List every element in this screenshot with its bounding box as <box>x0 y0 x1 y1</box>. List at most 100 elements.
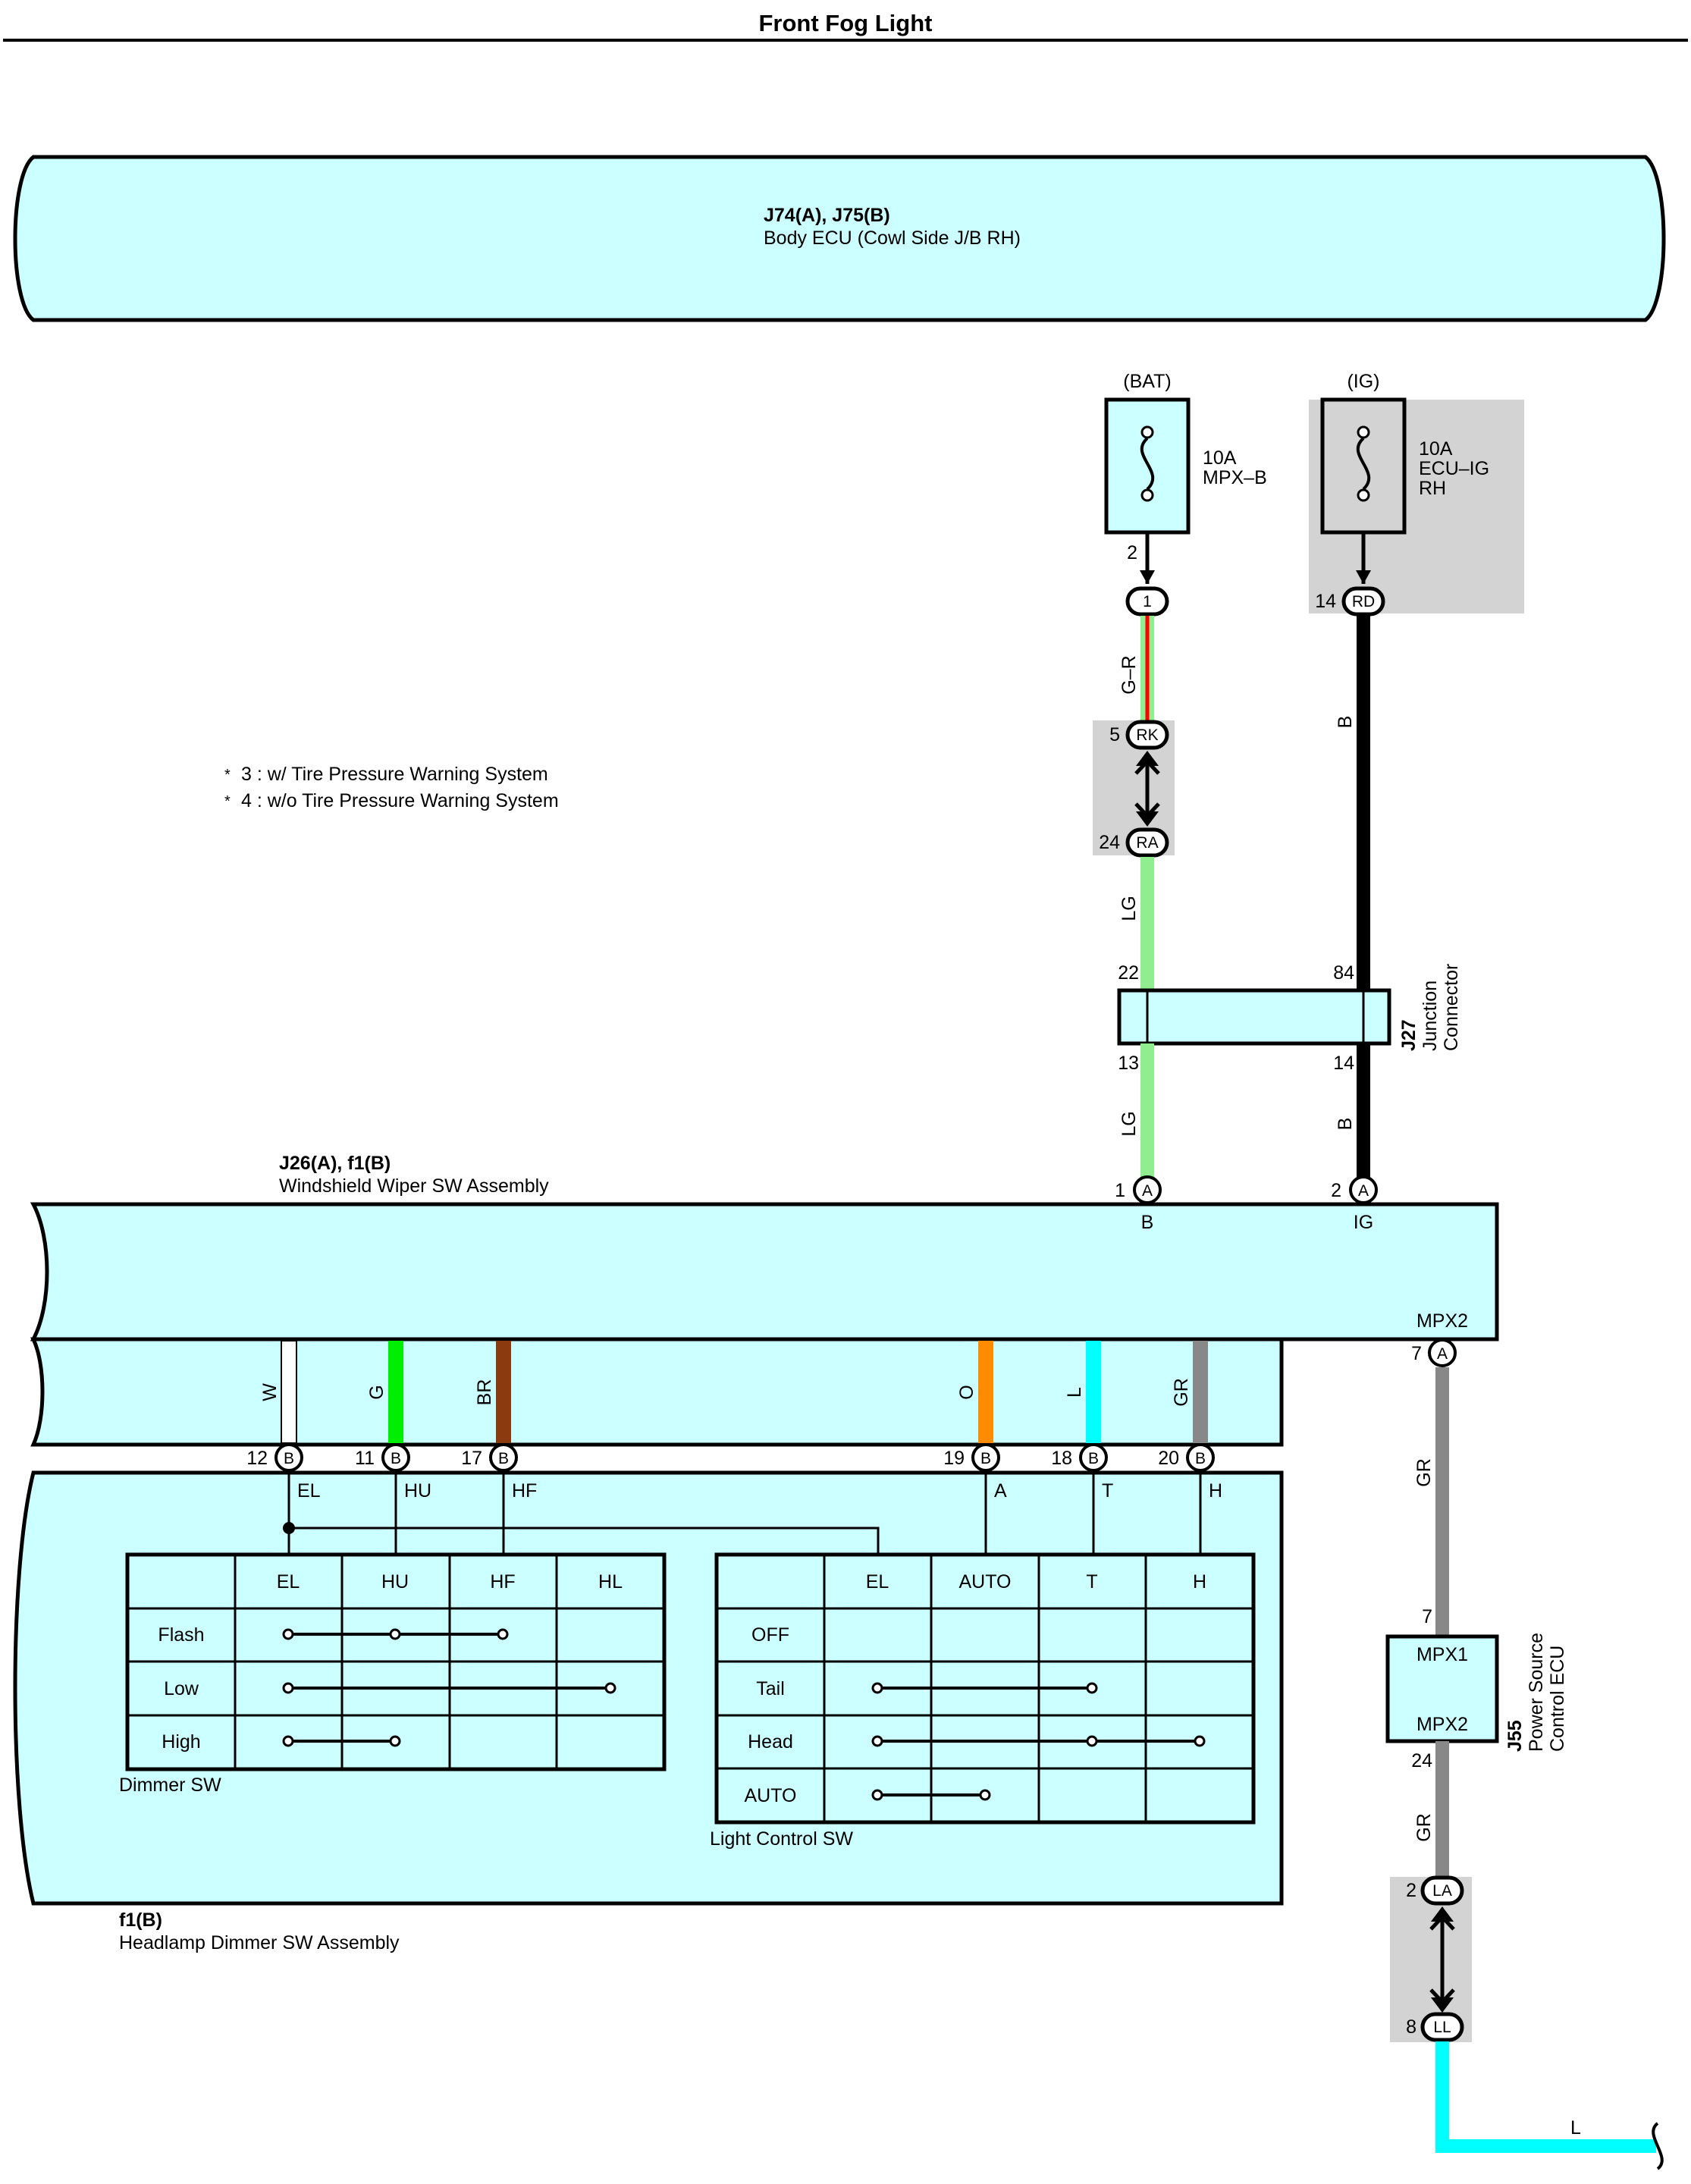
svg-text:B: B <box>391 1450 401 1467</box>
light-control-sw-table: EL AUTO T H OFF Tail Head AUTO <box>714 1552 1256 1825</box>
wire-gr-upper <box>1435 1367 1449 1636</box>
svg-text:MPX1: MPX1 <box>1416 1644 1468 1665</box>
svg-text:14: 14 <box>1333 1053 1354 1074</box>
bat-fuse-name: MPX–B <box>1203 467 1267 488</box>
note-3-marker: * <box>224 767 231 783</box>
svg-text:B: B <box>980 1450 991 1467</box>
wire-label-g-r: G–R <box>1118 655 1140 694</box>
svg-text:12: 12 <box>246 1448 268 1469</box>
svg-text:84: 84 <box>1333 962 1354 984</box>
svg-text:1: 1 <box>1143 593 1152 610</box>
wire-label-lg-upper: LG <box>1118 896 1140 921</box>
svg-text:EL: EL <box>297 1480 321 1502</box>
svg-text:HF: HF <box>490 1571 515 1592</box>
svg-text:17: 17 <box>461 1448 482 1469</box>
svg-text:2: 2 <box>1331 1180 1341 1201</box>
wiper-assembly-block <box>30 1202 1499 1341</box>
svg-text:1: 1 <box>1115 1180 1125 1201</box>
wire-b-lower <box>1357 1043 1370 1178</box>
dimmer-sw-label: Dimmer SW <box>119 1774 221 1796</box>
bat-fuse-icon <box>1140 437 1155 491</box>
svg-text:5: 5 <box>1109 724 1120 745</box>
svg-text:Low: Low <box>164 1678 199 1699</box>
svg-text:G: G <box>366 1385 387 1399</box>
svg-text:7: 7 <box>1422 1606 1432 1627</box>
svg-text:GR: GR <box>1413 1813 1435 1842</box>
svg-text:GR: GR <box>1171 1378 1192 1407</box>
svg-text:2: 2 <box>1406 1880 1416 1901</box>
connector-la <box>1420 1875 1464 1906</box>
ig-fuse-pin: 14 <box>1315 591 1336 612</box>
svg-text:B: B <box>1195 1450 1206 1467</box>
svg-text:H: H <box>1193 1571 1206 1592</box>
wire-l <box>1086 1341 1101 1443</box>
ig-fuse-name-1: ECU–IG <box>1419 458 1489 479</box>
wire-lg-upper <box>1140 857 1154 990</box>
body-ecu-connector: J74(A), J75(B) <box>764 205 890 226</box>
pin-a2 <box>1349 1175 1378 1204</box>
svg-text:24: 24 <box>1099 832 1120 853</box>
junction-dot <box>283 1522 295 1534</box>
svg-text:Tail: Tail <box>756 1678 785 1699</box>
bat-connector-1 <box>1125 586 1169 617</box>
svg-text:A: A <box>1142 1182 1153 1200</box>
svg-text:B: B <box>1088 1450 1099 1467</box>
svg-text:HL: HL <box>598 1571 623 1592</box>
wire-b <box>1357 616 1370 990</box>
ig-fuse-rating: 10A <box>1419 438 1453 460</box>
wire-l-end <box>1435 2041 1656 2153</box>
wire-o <box>978 1341 993 1443</box>
connector-ra <box>1125 827 1169 858</box>
svg-text:Head: Head <box>748 1731 793 1753</box>
ig-connector-rd <box>1341 586 1385 617</box>
wire-br <box>496 1341 511 1443</box>
svg-text:HU: HU <box>404 1480 431 1502</box>
wire-gr-lower <box>1435 1741 1449 1876</box>
svg-text:L: L <box>1064 1387 1085 1398</box>
svg-text:MPX2: MPX2 <box>1416 1714 1468 1735</box>
internal-wiring <box>287 1470 1202 1555</box>
note-3: 3 : w/ Tire Pressure Warning System <box>241 764 548 785</box>
svg-text:24: 24 <box>1411 1750 1432 1771</box>
svg-text:HU: HU <box>381 1571 409 1592</box>
note-4-marker: * <box>224 793 231 810</box>
svg-text:HF: HF <box>512 1480 537 1502</box>
wire-label-lg-lower: LG <box>1118 1111 1140 1136</box>
svg-text:B: B <box>1141 1212 1154 1233</box>
svg-text:8: 8 <box>1406 2016 1416 2038</box>
svg-text:B: B <box>498 1450 509 1467</box>
junction-name-1: Junction <box>1420 981 1441 1051</box>
wire-break-mark <box>1652 2122 1664 2170</box>
svg-text:T: T <box>1086 1571 1097 1592</box>
svg-text:A: A <box>1437 1345 1448 1363</box>
power-ecu-code: J55 <box>1504 1720 1526 1752</box>
svg-text:High: High <box>162 1731 200 1753</box>
wire-gr <box>1193 1341 1208 1443</box>
svg-text:B: B <box>284 1450 294 1467</box>
lower-pin-19: B 19 A <box>943 1443 1007 1502</box>
svg-text:EL: EL <box>866 1571 889 1592</box>
wire-lg-lower <box>1140 1043 1154 1178</box>
svg-text:BR: BR <box>474 1379 495 1406</box>
bat-fuse-pin: 2 <box>1127 542 1137 563</box>
svg-text:GR: GR <box>1413 1458 1435 1487</box>
body-ecu-name: Body ECU (Cowl Side J/B RH) <box>764 228 1021 249</box>
svg-text:AUTO: AUTO <box>959 1571 1012 1592</box>
page-title: Front Fog Light <box>759 10 933 36</box>
svg-text:LA: LA <box>1432 1882 1452 1900</box>
junction-connector-j27 <box>1117 988 1391 1046</box>
svg-text:MPX2: MPX2 <box>1416 1310 1468 1332</box>
svg-text:18: 18 <box>1051 1448 1072 1469</box>
pin-a1 <box>1133 1175 1162 1204</box>
svg-text:LL: LL <box>1433 2019 1451 2036</box>
junction-code: J27 <box>1398 1019 1420 1051</box>
svg-text:AUTO: AUTO <box>745 1785 797 1806</box>
svg-text:19: 19 <box>943 1448 965 1469</box>
svg-text:11: 11 <box>355 1448 375 1469</box>
power-source-ecu <box>1385 1634 1499 1743</box>
headlamp-name: Headlamp Dimmer SW Assembly <box>119 1932 400 1953</box>
connector-ll <box>1420 2012 1464 2042</box>
bat-source: (BAT) <box>1123 371 1171 392</box>
ig-source: (IG) <box>1347 371 1379 392</box>
